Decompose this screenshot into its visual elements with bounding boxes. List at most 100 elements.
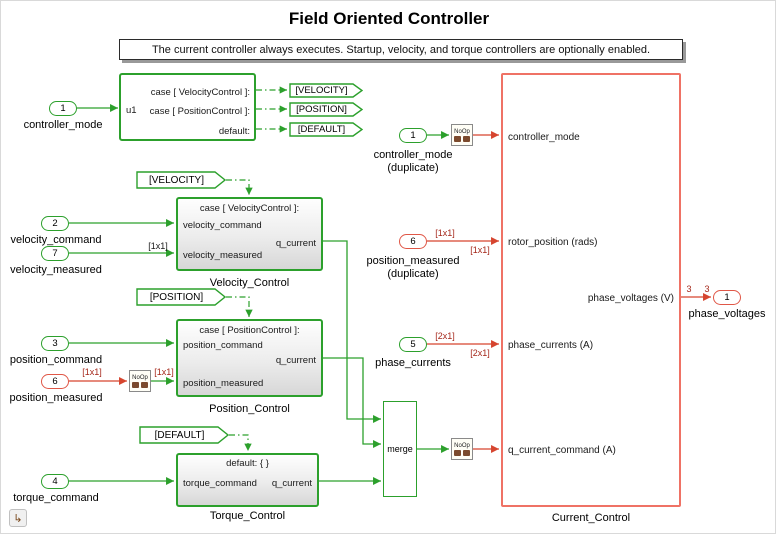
cc-inport-phase-currents: phase_currents (A) [508, 340, 594, 351]
inport-4-label: torque_command [13, 492, 99, 504]
from-tag-position-label: [POSITION] [149, 291, 204, 303]
switch-case-velocity: case [ VelocityControl ]: [150, 87, 250, 98]
inport-6-label: position_measured [9, 392, 103, 404]
inport-3[interactable]: 3 [41, 336, 69, 351]
cc-outport-phase-voltages: phase_voltages (V) [587, 293, 674, 304]
velocity-inport-command: velocity_command [183, 220, 262, 231]
velocity-control-block[interactable]: case [ VelocityControl ]: velocity_comma… [176, 197, 323, 271]
inport-5-num: 5 [410, 339, 416, 350]
inport-1dup-label: controller_mode (duplicate) [373, 149, 453, 175]
position-inport-measured: position_measured [183, 378, 264, 389]
signal-dimension-label: [2x1] [470, 348, 490, 358]
current-control-name: Current_Control [551, 512, 631, 524]
goto-tag-velocity[interactable]: [VELOCITY] [289, 83, 363, 98]
annotation-box[interactable]: The current controller always executes. … [119, 39, 683, 60]
velocity-action-header: case [ VelocityControl ]: [199, 203, 300, 214]
wire-from-velocity-to-action-port[interactable] [226, 179, 253, 195]
inport-4[interactable]: 4 [41, 474, 69, 489]
inport-2[interactable]: 2 [41, 216, 69, 231]
annotation-text: The current controller always executes. … [151, 43, 651, 56]
position-action-header: case [ PositionControl ]: [199, 325, 300, 336]
goto-tag-default[interactable]: [DEFAULT] [289, 122, 363, 137]
noop-icon [132, 381, 148, 388]
wire-position-qcurrent-to-merge[interactable] [323, 357, 381, 448]
inport-1dup-num: 1 [410, 130, 416, 141]
goto-tag-shape [289, 102, 363, 117]
signal-dimension-label: [1x1] [435, 228, 455, 238]
velocity-inport-measured: velocity_measured [183, 250, 263, 261]
noop-label: NoOp [454, 128, 470, 135]
goto-tag-position[interactable]: [POSITION] [289, 102, 363, 117]
noop-label: NoOp [132, 374, 148, 381]
inport-6[interactable]: 6 [41, 374, 69, 389]
torque-control-name: Torque_Control [209, 510, 286, 522]
velocity-control-name: Velocity_Control [209, 277, 290, 289]
from-tag-shape [136, 171, 226, 189]
inport-6-duplicate[interactable]: 6 [399, 234, 427, 249]
inport-2-label: velocity_command [10, 234, 102, 246]
inport-1-num: 1 [60, 103, 66, 114]
inport-6-num: 6 [52, 376, 58, 387]
inport-1[interactable]: 1 [49, 101, 77, 116]
signal-dimension-label: [2x1] [435, 331, 455, 341]
content-badge-icon: ↳ [13, 512, 23, 525]
signal-dimension-label: [1x1] [470, 245, 490, 255]
from-tag-velocity[interactable]: [VELOCITY] [136, 171, 226, 189]
inport-6dup-num: 6 [410, 236, 416, 247]
merge-block[interactable]: merge [383, 401, 417, 497]
inport-1-duplicate[interactable]: 1 [399, 128, 427, 143]
wire-velocity-qcurrent-to-merge[interactable] [323, 240, 381, 423]
noop-icon [454, 135, 470, 142]
position-control-name: Position_Control [209, 403, 290, 415]
inport-3-num: 3 [52, 338, 58, 349]
goto-tag-position-label: [POSITION] [296, 104, 347, 115]
switch-case-default: default: [218, 126, 250, 137]
inport-7-label: velocity_measured [10, 264, 102, 276]
diagram-title: Field Oriented Controller [288, 9, 490, 28]
outport-1-num: 1 [724, 292, 730, 303]
inport-2-num: 2 [52, 218, 58, 229]
position-control-block[interactable]: case [ PositionControl ]: position_comma… [176, 319, 323, 397]
velocity-outport-qcurrent: q_current [275, 238, 316, 249]
goto-tag-velocity-label: [VELOCITY] [295, 85, 348, 96]
signal-dimension-label: [1x1] [148, 241, 168, 251]
noop-block-qcurrent[interactable]: NoOp [451, 438, 473, 460]
goto-tag-default-label: [DEFAULT] [297, 124, 346, 135]
torque-action-header: default: { } [226, 458, 269, 469]
inport-5-label: phase_currents [375, 357, 451, 369]
inport-7-num: 7 [52, 248, 58, 259]
wire-from-position-to-action-port[interactable] [226, 296, 253, 317]
noop-block-controller-mode[interactable]: NoOp [451, 124, 473, 146]
inport-5[interactable]: 5 [399, 337, 427, 352]
signal-dimension-label: [1x1] [154, 367, 174, 377]
inport-7[interactable]: 7 [41, 246, 69, 261]
current-control-block[interactable]: controller_mode rotor_position (rads) ph… [501, 73, 681, 507]
switch-case-block[interactable]: u1 case [ VelocityControl ]: case [ Posi… [119, 73, 256, 141]
from-tag-velocity-label: [VELOCITY] [148, 174, 204, 186]
noop-block-position[interactable]: NoOp [129, 370, 151, 392]
noop-label: NoOp [454, 442, 470, 449]
signal-dimension-label: [1x1] [82, 367, 102, 377]
wire-from-default-to-action-port[interactable] [229, 434, 252, 451]
from-tag-position[interactable]: [POSITION] [136, 288, 226, 306]
torque-control-block[interactable]: default: { } torque_command q_current [176, 453, 319, 507]
switch-case-position: case [ PositionControl ]: [149, 106, 250, 117]
from-tag-shape [139, 426, 229, 444]
outport-1[interactable]: 1 [713, 290, 741, 305]
torque-outport-qcurrent: q_current [271, 478, 312, 489]
position-outport-qcurrent: q_current [275, 355, 316, 366]
merge-label: merge [387, 444, 413, 454]
cc-inport-controller-mode: controller_mode [508, 132, 580, 143]
cc-inport-qcurrent-command: q_current_command (A) [508, 445, 616, 456]
from-tag-default[interactable]: [DEFAULT] [139, 426, 229, 444]
cc-inport-rotor-position: rotor_position (rads) [508, 237, 598, 248]
corner-content-badge[interactable]: ↳ [9, 509, 27, 527]
inport-6dup-label: position_measured (duplicate) [366, 255, 460, 281]
inport-3-label: position_command [9, 354, 103, 366]
switch-input-label: u1 [126, 105, 137, 116]
noop-icon [454, 449, 470, 456]
position-inport-command: position_command [183, 340, 263, 351]
outport-1-label: phase_voltages [688, 308, 766, 320]
